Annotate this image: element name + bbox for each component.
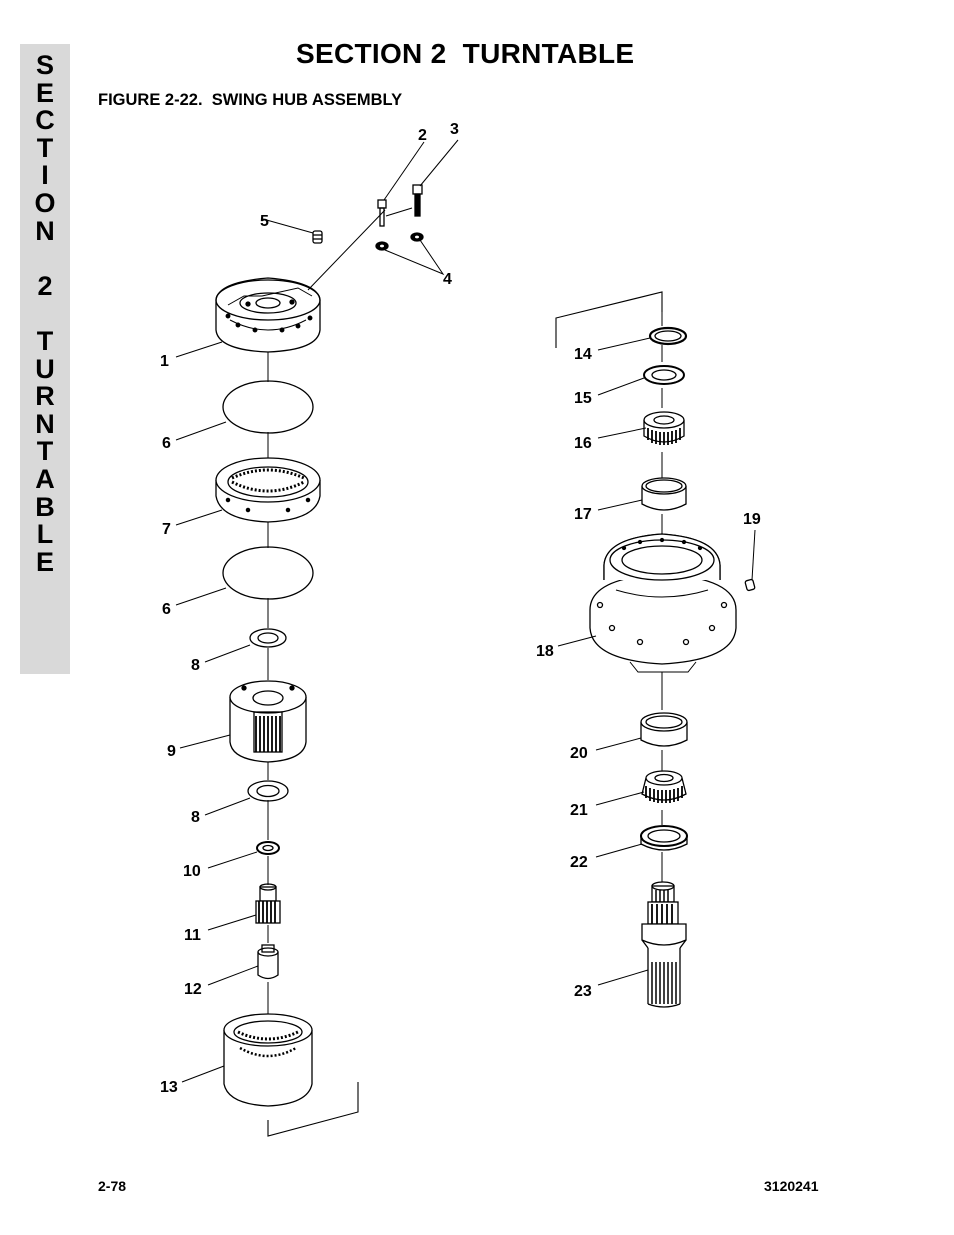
callout-6-lower: 6 [162, 601, 171, 618]
callout-1: 1 [160, 353, 169, 370]
part-11-sun-gear [255, 883, 281, 924]
side-tab-letter: L [36, 519, 54, 550]
side-tab-letter: C [35, 105, 55, 136]
callout-18: 18 [536, 643, 554, 660]
callout-17: 17 [574, 506, 592, 523]
part-13-input-ring [223, 1013, 313, 1107]
page-number: 2-78 [98, 1178, 127, 1194]
callout-12: 12 [184, 981, 202, 998]
callout-7: 7 [162, 521, 171, 538]
side-tab-letter: U [35, 353, 55, 384]
side-tab-letter: A [35, 463, 55, 494]
part-15-spacer [643, 365, 685, 385]
part-22-seal [640, 825, 688, 851]
callout-8-upper: 8 [191, 657, 200, 674]
side-tab-letter: T [36, 325, 54, 356]
part-2-bolt [377, 199, 387, 227]
side-tab-letter: S [35, 50, 54, 80]
section-title: SECTION 2 TURNTABLE [296, 38, 635, 69]
callout-20: 20 [570, 745, 588, 762]
part-16-bearing-cone [643, 411, 685, 445]
callout-22: 22 [570, 854, 588, 871]
right-stack-bracket [555, 291, 663, 348]
side-tab-letter: I [41, 160, 49, 191]
callout-13: 13 [160, 1079, 178, 1096]
part-18-hub [589, 533, 737, 673]
callout-14: 14 [574, 346, 592, 363]
side-tab-letter: E [35, 546, 54, 577]
side-tab-letter: T [36, 132, 54, 163]
side-tab-letter: E [35, 77, 54, 108]
side-tab-letter: T [36, 436, 54, 467]
document-number: 3120241 [764, 1178, 819, 1194]
part-8-thrust-washer-lower [247, 780, 289, 802]
callout-10: 10 [183, 863, 201, 880]
callout-23: 23 [574, 983, 592, 1000]
part-19-grease-fitting [744, 578, 756, 592]
part-8-thrust-washer-upper [249, 628, 287, 648]
left-stack-bracket [267, 1082, 359, 1137]
side-tab-letter: O [34, 187, 56, 218]
callout-19: 19 [743, 511, 761, 528]
side-tab-letter: N [35, 215, 55, 246]
callout-6-upper: 6 [162, 435, 171, 452]
leader-lines [175, 139, 756, 1083]
section-side-tab: S E C T I O N 2 T U R N T A B L E [20, 44, 70, 674]
part-6-gasket-upper [222, 380, 314, 434]
callout-11: 11 [184, 927, 201, 944]
part-12-coupling [257, 944, 279, 980]
callout-16: 16 [574, 435, 592, 452]
callout-2: 2 [418, 127, 427, 144]
part-23-output-shaft [641, 881, 687, 1008]
part-21-bearing-cone [641, 770, 687, 803]
part-20-bearing-cup [640, 712, 688, 747]
part-1-cover-housing [215, 277, 321, 353]
side-tab-letters: S E C T I O N 2 T U R N T A B L E [20, 50, 70, 577]
callout-8-lower: 8 [191, 809, 200, 826]
callout-numbers: 1 2 3 4 5 6 7 6 8 9 8 10 11 12 13 14 15 … [160, 121, 761, 1096]
callout-15: 15 [574, 390, 592, 407]
part-3-bolt [412, 184, 423, 217]
part-9-planet-carrier [229, 680, 307, 763]
side-tab-letter: 2 [37, 270, 53, 301]
side-tab-letter: N [35, 408, 55, 439]
callout-3: 3 [450, 121, 459, 138]
part-14-retaining-ring [648, 326, 688, 346]
side-tab-letter: B [35, 491, 55, 522]
callout-21: 21 [570, 802, 588, 819]
figure-title: FIGURE 2-22. SWING HUB ASSEMBLY [98, 91, 403, 109]
part-17-bearing-cup [641, 477, 687, 511]
callout-4: 4 [443, 271, 452, 288]
part-10-washer [256, 841, 280, 855]
part-7-ring-gear [215, 457, 321, 523]
callout-9: 9 [167, 743, 176, 760]
part-4-washers [375, 232, 424, 251]
callout-5: 5 [260, 213, 269, 230]
side-tab-letter: R [35, 381, 55, 412]
part-6-gasket-lower [222, 546, 314, 600]
part-5-grease-fitting [312, 230, 323, 244]
